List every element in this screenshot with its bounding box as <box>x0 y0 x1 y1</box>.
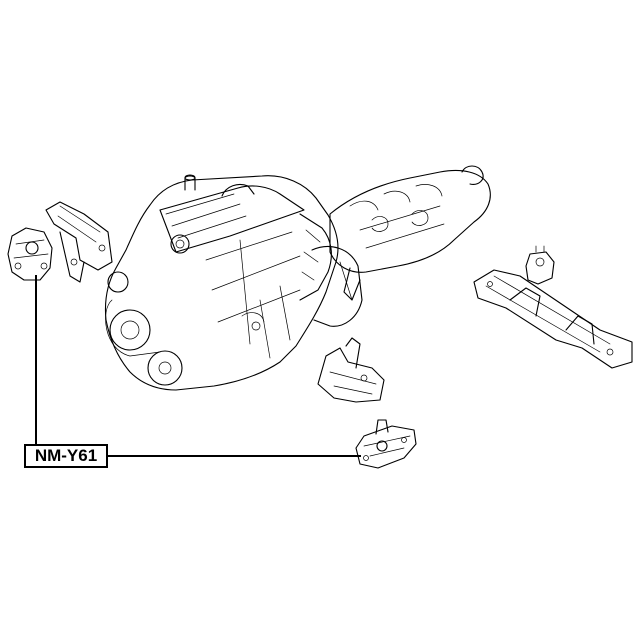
part-number-label: NM-Y61 <box>24 444 108 468</box>
engine-assembly <box>104 174 363 391</box>
right-engine-mount <box>355 419 417 469</box>
left-engine-mount <box>7 227 53 281</box>
left-engine-mount-bracket <box>45 201 113 283</box>
transmission <box>329 165 491 301</box>
right-engine-mount-bracket <box>317 337 385 403</box>
transmission-crossmember <box>473 245 633 369</box>
